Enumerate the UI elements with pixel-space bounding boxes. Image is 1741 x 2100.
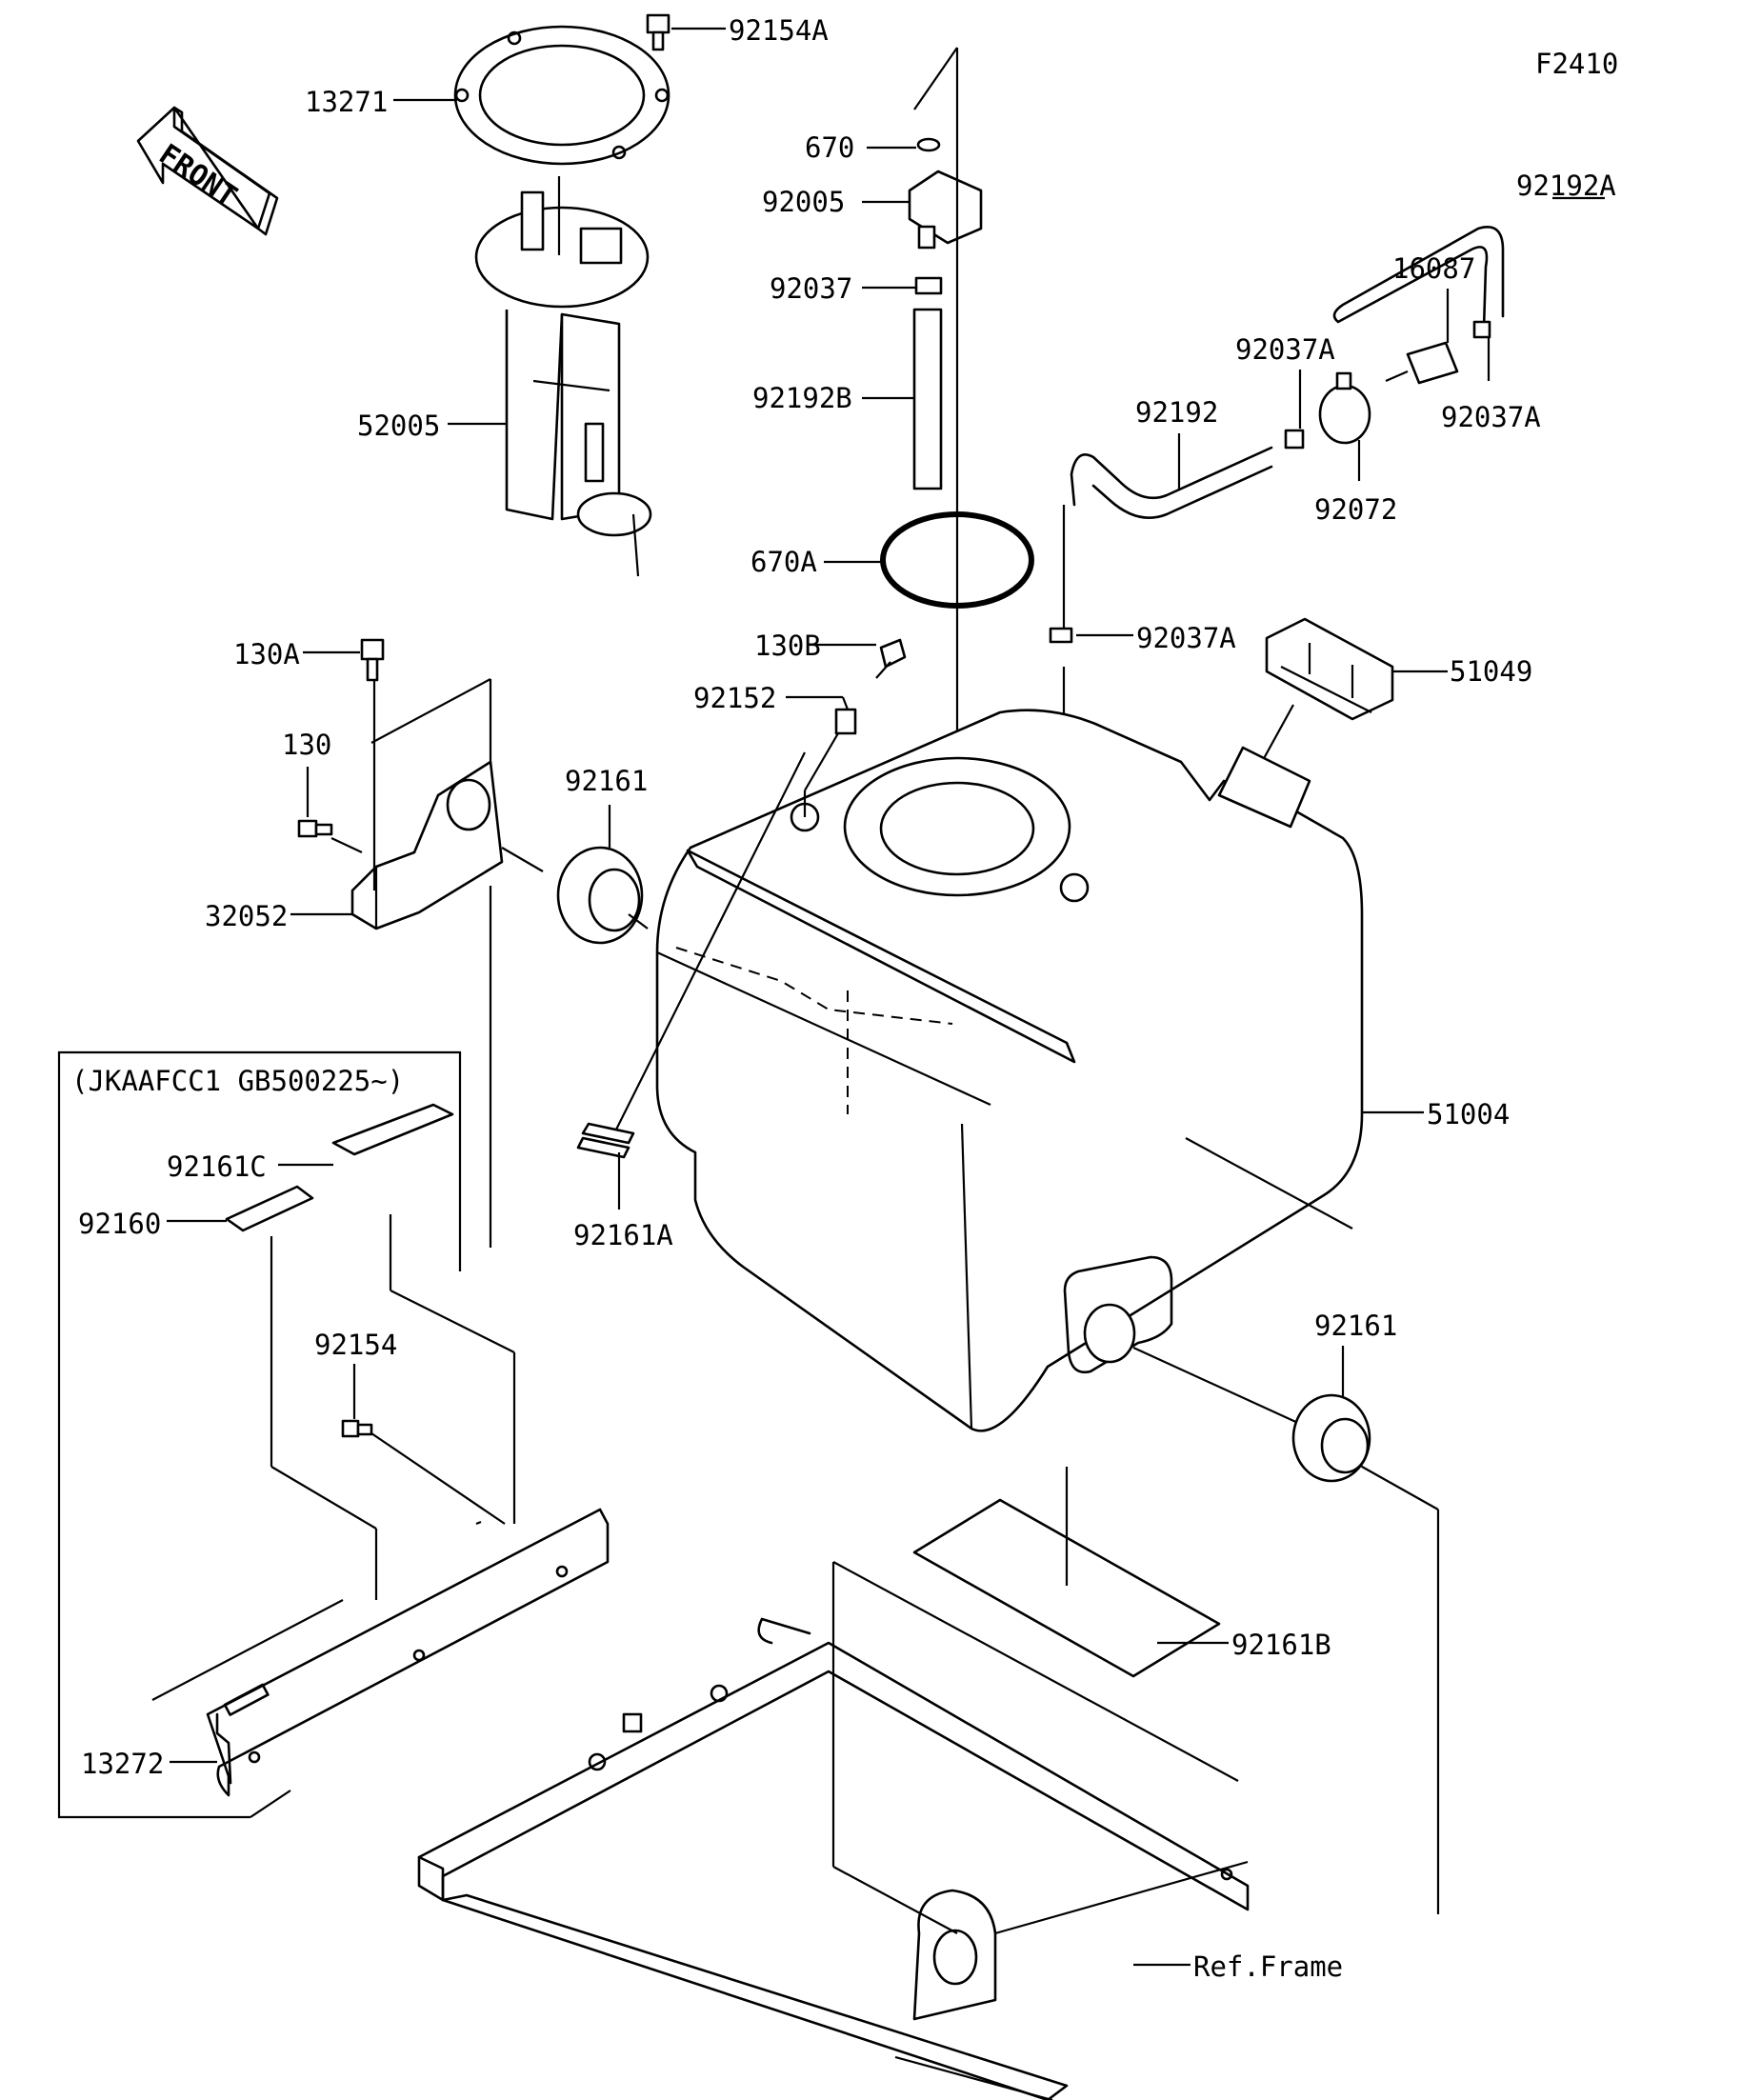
grommet-92152 bbox=[834, 708, 857, 735]
clamp-92037 bbox=[914, 276, 943, 295]
bracket-13272 bbox=[206, 1508, 610, 1797]
part-label-51049: 51049 bbox=[1450, 655, 1532, 688]
label-92160 bbox=[225, 1185, 314, 1232]
part-label-51004: 51004 bbox=[1427, 1098, 1510, 1130]
o-ring-670 bbox=[916, 137, 941, 152]
part-label-92037A-mid: 92037A bbox=[1136, 622, 1236, 654]
clamp-92037A-mid bbox=[1049, 627, 1073, 644]
clamp-92037A-top bbox=[1284, 429, 1305, 450]
fuel-cap-51049 bbox=[1265, 617, 1394, 721]
part-label-92161-left: 92161 bbox=[565, 765, 648, 797]
figure-code: F2410 bbox=[1535, 48, 1618, 80]
part-label-92192: 92192 bbox=[1135, 396, 1218, 429]
part-label-92037A-top: 92037A bbox=[1235, 333, 1335, 366]
part-label-92160: 92160 bbox=[78, 1208, 161, 1240]
part-label-13271: 13271 bbox=[305, 86, 388, 118]
bolt-92154 bbox=[341, 1419, 373, 1438]
part-label-670A: 670A bbox=[750, 546, 817, 578]
part-label-52005: 52005 bbox=[357, 410, 440, 442]
part-label-130B: 130B bbox=[754, 630, 821, 662]
part-label-130A: 130A bbox=[233, 638, 300, 670]
bolt-92154A bbox=[646, 13, 670, 51]
part-label-92161B: 92161B bbox=[1231, 1629, 1331, 1661]
part-label-92154: 92154 bbox=[314, 1329, 397, 1361]
grommet-92161-right bbox=[1291, 1393, 1371, 1483]
gasket-13271 bbox=[453, 25, 670, 166]
fuel-pump-52005 bbox=[474, 190, 652, 577]
hose-92192B bbox=[912, 308, 943, 490]
part-label-13272: 13272 bbox=[81, 1748, 164, 1780]
part-label-92161A: 92161A bbox=[573, 1219, 673, 1251]
part-label-92161C: 92161C bbox=[167, 1150, 267, 1183]
part-label-92072: 92072 bbox=[1314, 493, 1397, 526]
hose-92192 bbox=[1070, 446, 1273, 519]
clamp-92037A-right bbox=[1472, 320, 1491, 339]
bolt-130 bbox=[297, 819, 333, 838]
filter-16087 bbox=[1385, 341, 1459, 385]
part-label-92192A: 92192A bbox=[1516, 170, 1616, 202]
part-label-130: 130 bbox=[282, 729, 331, 761]
bracket-32052 bbox=[350, 760, 504, 930]
ref-frame-label: Ref.Frame bbox=[1193, 1950, 1343, 1983]
part-label-670: 670 bbox=[805, 131, 854, 164]
label-92161C bbox=[331, 1103, 454, 1156]
front-arrow-icon: FRONT bbox=[136, 106, 279, 236]
part-label-32052: 32052 bbox=[205, 900, 288, 932]
part-label-92037A-right: 92037A bbox=[1441, 401, 1541, 433]
reference-frame bbox=[417, 1617, 1250, 2100]
pad-92161B bbox=[912, 1498, 1221, 1678]
part-label-92192B: 92192B bbox=[752, 382, 852, 414]
applicability-box: (JKAAFCC1 GB500225~) bbox=[57, 1050, 462, 1819]
valve-92005 bbox=[908, 170, 983, 250]
leader-lines bbox=[167, 27, 1605, 1967]
part-label-92161-right: 92161 bbox=[1314, 1310, 1397, 1342]
part-label-92037: 92037 bbox=[770, 272, 852, 305]
part-label-92005: 92005 bbox=[762, 186, 845, 218]
grommet-92161-left bbox=[556, 846, 644, 945]
part-label-16087: 16087 bbox=[1392, 252, 1475, 285]
applicability-note: (JKAAFCC1 GB500225~) bbox=[71, 1065, 404, 1097]
fuel-tank-51004 bbox=[655, 709, 1364, 1432]
bolt-130A bbox=[360, 638, 385, 682]
part-label-92152: 92152 bbox=[693, 682, 776, 714]
bolt-130B bbox=[875, 638, 907, 679]
pad-92161A bbox=[576, 1122, 635, 1159]
part-label-92154A: 92154A bbox=[729, 14, 829, 47]
hose-92192A bbox=[1332, 226, 1505, 330]
separator-92072 bbox=[1318, 371, 1371, 445]
